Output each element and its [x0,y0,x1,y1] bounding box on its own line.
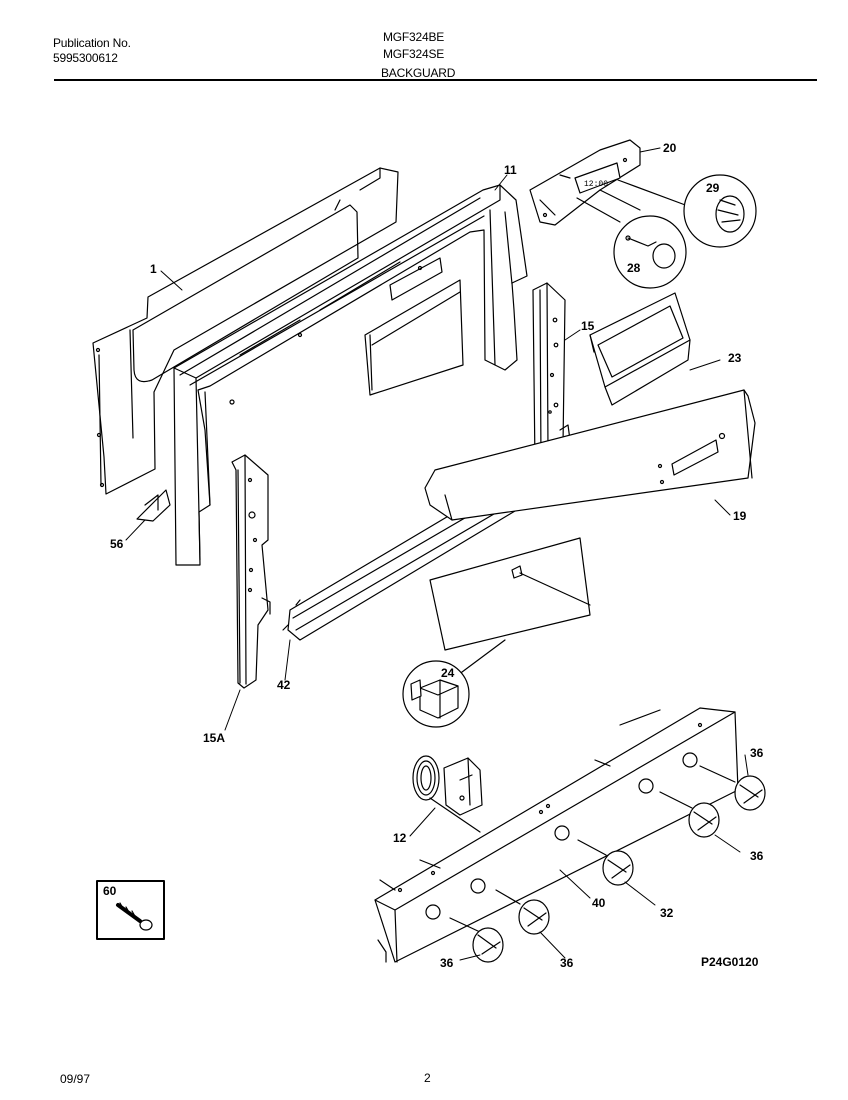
corner-bracket [136,489,171,522]
control-panel-overlay [424,389,756,521]
header-rule [54,79,817,81]
section-title: BACKGUARD [381,66,456,80]
knob-shaft-inset [576,197,687,289]
callout-15: 15 [581,319,595,333]
drawing-number: P24G0120 [701,955,759,969]
callout-12: 12 [393,831,407,845]
publication-label: Publication No. [53,36,131,50]
manifold-panel [374,707,739,963]
clock-module: 12:00 [529,139,641,226]
callout-23: 23 [728,351,742,365]
clock-display-readout: 12:00 [584,180,608,189]
backguard-frame [173,184,528,566]
callout-36-lower-right: 36 [750,849,764,863]
knob-bottom-left [449,917,504,963]
publication-number: 5995300612 [53,51,118,65]
left-side-bracket [231,454,271,689]
callout-28: 28 [627,261,641,275]
callout-29: 29 [706,181,720,195]
screw-inset-box [96,880,165,940]
page-number: 2 [424,1071,431,1085]
callout-19: 19 [733,509,747,523]
knob-middle [577,839,634,886]
control-knobs [449,765,766,963]
model-number-2: MGF324SE [383,47,445,61]
callout-32: 32 [660,906,674,920]
clock-knob-inset [617,174,757,248]
callout-42: 42 [277,678,291,692]
knob-upper-2 [659,791,720,838]
switch-inset [402,639,506,728]
rear-panel [92,167,399,495]
callout-36-right: 36 [750,746,764,760]
knob-upper-right [699,765,766,811]
footer-date: 09/97 [60,1072,91,1086]
callout-36-bottom: 36 [560,956,574,970]
callout-36-bottom-left: 36 [440,956,454,970]
callout-20: 20 [663,141,677,155]
callout-24: 24 [441,666,455,680]
callout-15a: 15A [203,731,225,745]
model-number-1: MGF324BE [383,30,445,44]
callout-1: 1 [150,262,157,276]
thermostat [412,755,483,833]
callout-56: 56 [110,537,124,551]
callout-11: 11 [504,163,517,177]
knob-bottom-2 [495,889,550,935]
display-window [589,292,691,406]
callout-40: 40 [592,896,606,910]
switch-panel [429,537,591,651]
callout-labels: 1 11 20 29 28 15 23 19 56 24 42 15A 36 1… [103,141,764,970]
callout-60: 60 [103,884,117,898]
leader-lines [125,147,749,961]
